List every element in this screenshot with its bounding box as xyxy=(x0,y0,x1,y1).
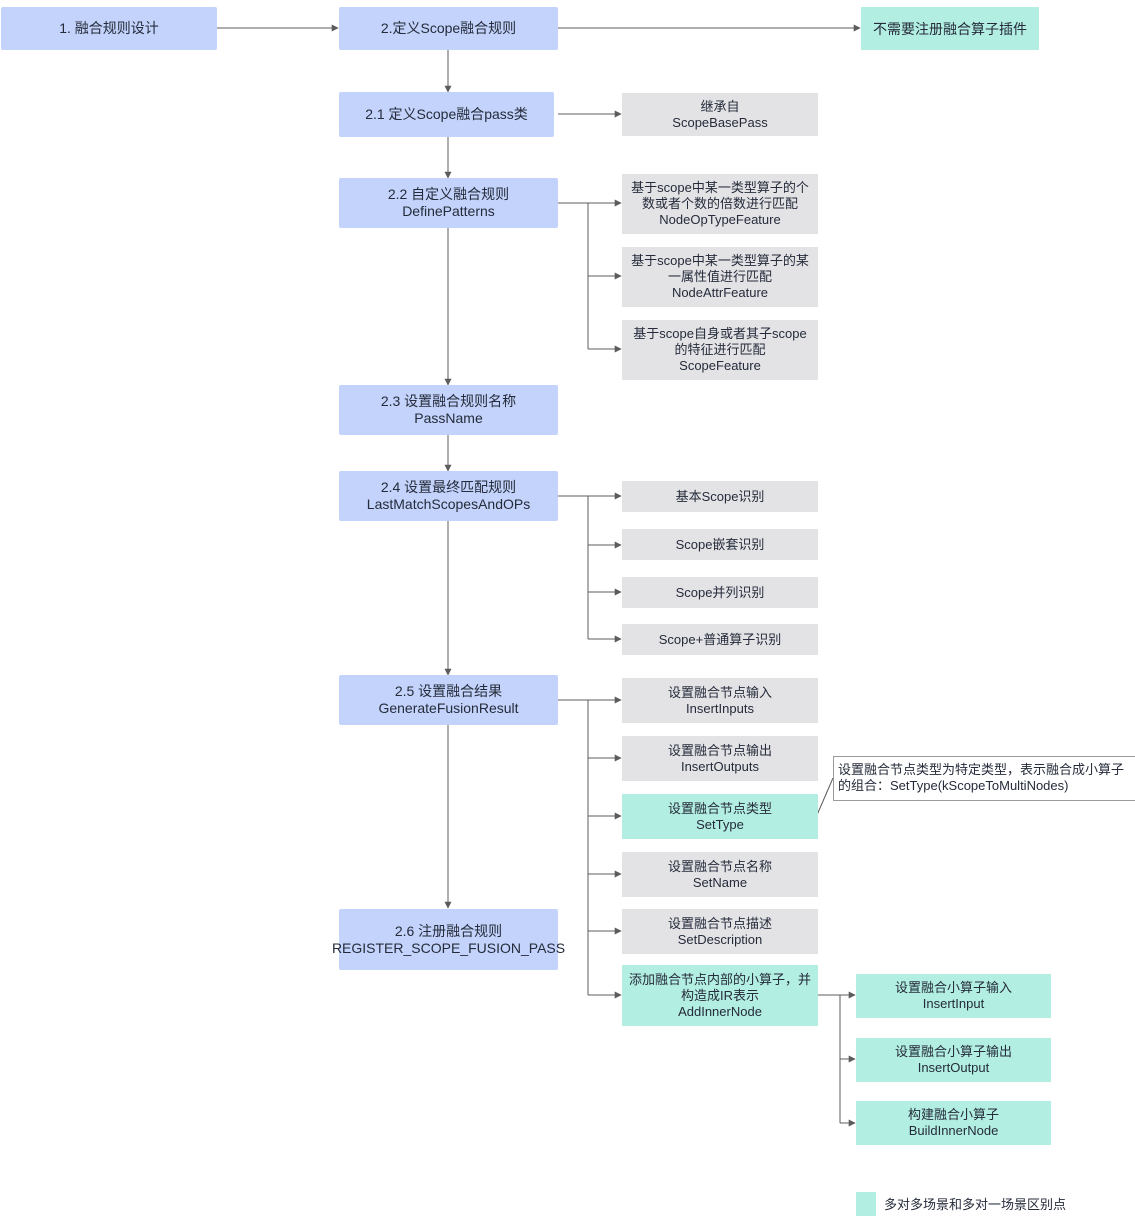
node-label-line: REGISTER_SCOPE_FUSION_PASS xyxy=(331,939,566,956)
node-label-line: 设置融合小算子输出 xyxy=(894,1044,1012,1059)
node-label-line: 2.6 注册融合规则 xyxy=(394,922,503,939)
legend-swatch xyxy=(856,1192,876,1216)
node-label-line: InsertInput xyxy=(922,996,985,1011)
node-label-line: 设置融合节点输出 xyxy=(667,742,772,758)
no-register-plugin-node: 不需要注册融合算子插件 xyxy=(861,7,1039,50)
node-label-line: 2.定义Scope融合规则 xyxy=(380,20,517,36)
node-label-line: DefinePatterns xyxy=(402,203,495,219)
node-label-line: SetName xyxy=(692,874,748,890)
node-label-line: 2.1 定义Scope融合pass类 xyxy=(365,106,528,122)
node-label-line: 设置融合节点类型 xyxy=(667,800,772,816)
match-parallel-scope: Scope并列识别 xyxy=(622,577,818,608)
node-label-line: InsertOutput xyxy=(917,1060,990,1075)
node-label-line: InsertInputs xyxy=(686,700,754,716)
node-label-line: 2.4 设置最终匹配规则 xyxy=(380,479,517,495)
node-label-line: 1. 融合规则设计 xyxy=(59,20,159,36)
node-label-line: 不需要注册融合算子插件 xyxy=(873,20,1027,37)
step-fusion-rule-design: 1. 融合规则设计 xyxy=(1,7,217,50)
node-label-line: Scope嵌套识别 xyxy=(675,536,765,552)
callout-line-1: 设置融合节点类型为特定类型，表示融合成小算子 xyxy=(838,762,1125,777)
node-label-line: LastMatchScopesAndOPs xyxy=(366,496,531,512)
match-nested-scope: Scope嵌套识别 xyxy=(622,529,818,560)
node-label-line: 设置融合节点输入 xyxy=(667,684,772,700)
node-label-line: 设置融合节点名称 xyxy=(667,858,772,874)
node-label-line: GenerateFusionResult xyxy=(378,700,519,716)
node-label-line: 基于scope中某一类型算子的个 xyxy=(631,180,809,195)
node-label-line: ScopeFeature xyxy=(679,358,761,373)
node-label-line: 基于scope自身或者其子scope xyxy=(633,326,807,341)
legend-label: 多对多场景和多对一场景区别点 xyxy=(884,1197,1067,1212)
node-label-line: 数或者个数的倍数进行匹配 xyxy=(641,196,798,211)
node-label-line: Scope+普通算子识别 xyxy=(658,631,782,647)
node-label-line: NodeOpTypeFeature xyxy=(659,212,781,227)
node-label-line: 基本Scope识别 xyxy=(675,488,765,504)
settype-callout: 设置融合节点类型为特定类型，表示融合成小算子 的组合：SetType(kScop… xyxy=(833,756,1135,801)
node-label-line: InsertOutputs xyxy=(680,758,760,774)
node-label-line: 2.3 设置融合规则名称 xyxy=(380,393,517,409)
node-label-line: BuildInnerNode xyxy=(908,1123,999,1138)
node-label-line: Scope并列识别 xyxy=(675,584,765,600)
step-define-pass-class: 2.1 定义Scope融合pass类 xyxy=(339,92,554,137)
node-label-line: 基于scope中某一类型算子的某 xyxy=(631,253,809,268)
node-label-line: SetDescription xyxy=(677,931,763,947)
node-label-line: 构造成IR表示 xyxy=(680,987,759,1003)
node-label-line: AddInnerNode xyxy=(678,1003,762,1019)
match-basic-scope: 基本Scope识别 xyxy=(622,481,818,512)
node-label-line: 构建融合小算子 xyxy=(907,1107,999,1122)
node-label-line: 设置融合小算子输入 xyxy=(894,980,1012,995)
node-label-line: 添加融合节点内部的小算子，并 xyxy=(628,971,811,987)
node-label-line: 继承自 xyxy=(700,98,740,114)
step-define-scope-fusion-rule: 2.定义Scope融合规则 xyxy=(339,7,558,50)
node-label-line: 2.5 设置融合结果 xyxy=(394,683,503,699)
node-label-line: ScopeBasePass xyxy=(672,114,768,130)
node-label-line: PassName xyxy=(414,410,483,426)
node-label-line: 设置融合节点描述 xyxy=(667,915,772,931)
node-label-line: 的特征进行匹配 xyxy=(674,342,766,357)
match-scope-plus-op: Scope+普通算子识别 xyxy=(622,624,818,655)
node-label-line: 一属性值进行匹配 xyxy=(667,269,772,284)
callout-line-2: 的组合：SetType(kScopeToMultiNodes) xyxy=(838,778,1069,793)
node-label-line: 2.2 自定义融合规则 xyxy=(387,186,510,202)
node-label-line: SetType xyxy=(696,816,744,832)
node-label-line: NodeAttrFeature xyxy=(671,285,769,300)
